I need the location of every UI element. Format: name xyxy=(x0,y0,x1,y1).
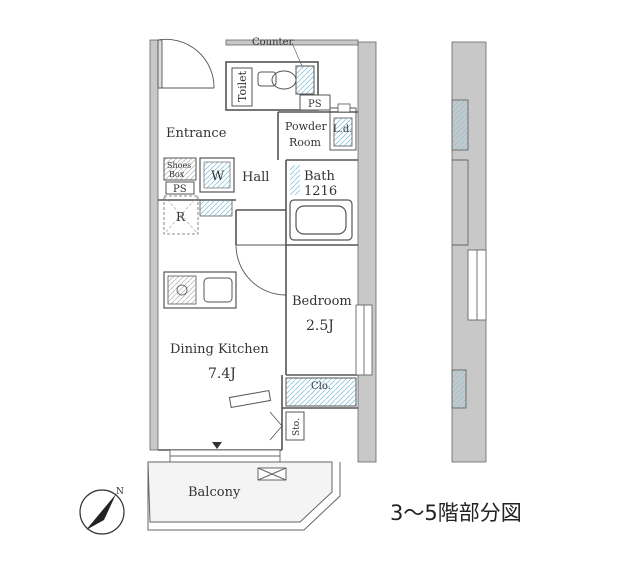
bathtub-fixture xyxy=(289,199,353,241)
toilet-fixture xyxy=(231,65,315,107)
floor-caption: 3～5階部分図 xyxy=(390,501,522,525)
ps-lower-label: PS xyxy=(173,184,187,195)
closet-area xyxy=(285,377,357,407)
storage-label: Sto. xyxy=(292,418,302,436)
balcony-outline xyxy=(147,461,341,531)
entrance-label: Entrance xyxy=(166,126,227,141)
bath-label: Bath xyxy=(304,169,336,184)
entrance-door xyxy=(157,38,215,89)
bedroom-label: Bedroom xyxy=(292,294,352,309)
counter-label: Counter xyxy=(252,37,293,48)
powder-room-label-2: Room xyxy=(289,136,322,149)
kitchen-counter xyxy=(163,271,237,309)
dining-kitchen-size-label: 7.4J xyxy=(208,366,236,382)
bedroom-door xyxy=(235,244,287,296)
hall-label: Hall xyxy=(242,170,269,185)
ps-lower-box xyxy=(165,181,195,195)
storage-fixture xyxy=(269,411,305,441)
laundry-fixture xyxy=(329,103,357,151)
compass: N xyxy=(79,487,125,535)
bath-size-label: 1216 xyxy=(304,184,337,199)
entry-marker xyxy=(212,442,222,449)
refrigerator-fixture xyxy=(163,195,233,235)
laundry-label: L.d. xyxy=(333,124,352,135)
shoes-box-fixture xyxy=(163,157,197,181)
balcony-window xyxy=(169,449,281,463)
balcony-label: Balcony xyxy=(188,485,241,500)
adjacent-unit-fragment xyxy=(451,99,487,409)
closet-label: Clo. xyxy=(311,381,331,392)
ps-upper-label: PS xyxy=(308,99,322,110)
powder-room-label-1: Powder xyxy=(285,120,328,133)
washer-fixture xyxy=(199,157,235,193)
compass-north-label: N xyxy=(116,487,124,497)
ps-upper-box xyxy=(299,94,331,111)
aircon-unit xyxy=(228,390,272,408)
bedroom-window xyxy=(355,304,373,376)
bath-hatch xyxy=(290,165,300,195)
bedroom-size-label: 2.5J xyxy=(306,318,334,334)
shoes-box-label-2: Box xyxy=(169,170,185,179)
shoes-box-label-1: Shoes xyxy=(167,161,191,170)
toilet-label: Toilet xyxy=(236,70,249,102)
refrigerator-label: R xyxy=(176,210,186,224)
room-labels: Counter Toilet PS Powder Room L.d. Entra… xyxy=(166,37,352,500)
dining-kitchen-label: Dining Kitchen xyxy=(170,342,269,357)
washer-label: W xyxy=(211,169,225,184)
